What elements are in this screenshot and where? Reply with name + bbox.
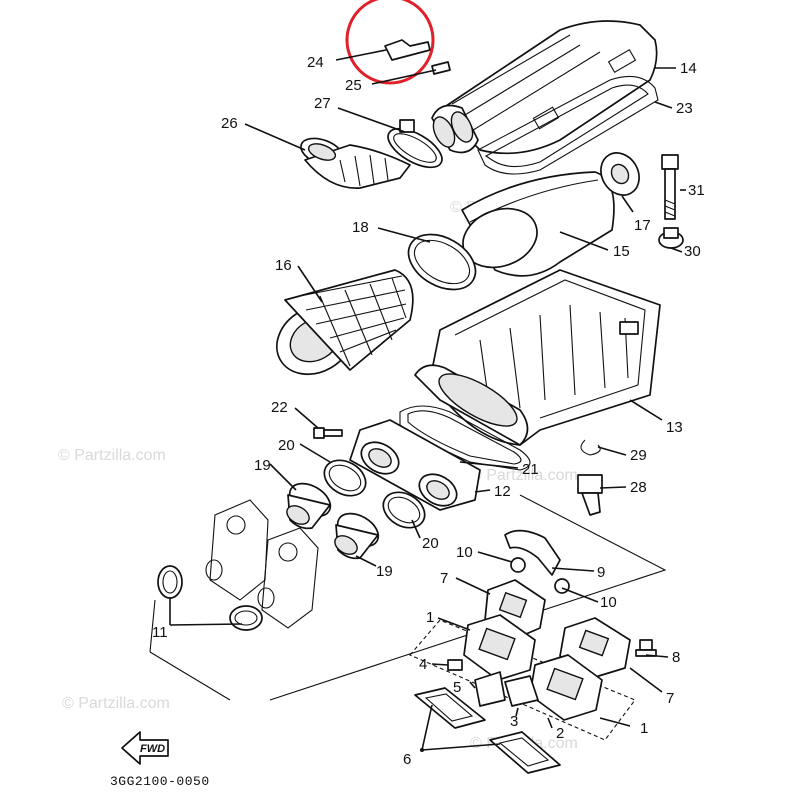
filter-cage xyxy=(275,269,414,376)
callout-1: 1 xyxy=(426,609,434,626)
boot-19-lower xyxy=(334,512,380,560)
reed-block-upper xyxy=(463,614,536,681)
clip-10-lower xyxy=(554,578,570,594)
callout-2: 2 xyxy=(556,725,564,742)
callout-25: 25 xyxy=(345,77,362,94)
washer-30 xyxy=(658,227,684,249)
joint-12 xyxy=(349,419,481,511)
callout-1-lower: 1 xyxy=(640,720,648,737)
callout-3: 3 xyxy=(510,713,518,730)
stopper-5 xyxy=(474,671,506,707)
clip-10-upper xyxy=(510,557,526,573)
intake-duct xyxy=(300,137,411,189)
bolt-31 xyxy=(661,154,679,220)
callout-22: 22 xyxy=(271,399,288,416)
highlight-circle xyxy=(345,0,435,85)
grommet xyxy=(600,152,640,196)
callout-19-lower: 19 xyxy=(376,563,393,580)
callout-21: 21 xyxy=(522,461,539,478)
screw-22 xyxy=(313,427,343,439)
gasket-6-left xyxy=(414,687,486,729)
clamp-11-left xyxy=(157,565,183,599)
callout-15: 15 xyxy=(613,243,630,260)
callout-17: 17 xyxy=(634,217,651,234)
watermark: © Partzilla.com xyxy=(58,447,166,464)
callout-13: 13 xyxy=(666,419,683,436)
callout-10-lower: 10 xyxy=(600,594,617,611)
hose-9 xyxy=(504,529,561,576)
callout-20: 20 xyxy=(278,437,295,454)
reed-block-lower xyxy=(529,654,603,721)
air-box-case xyxy=(414,269,661,446)
callout-12: 12 xyxy=(494,483,511,500)
gasket-6-right xyxy=(489,731,561,774)
leader-dots xyxy=(420,748,424,752)
drain-28 xyxy=(577,474,603,516)
callout-24: 24 xyxy=(307,54,324,71)
callout-20-lower: 20 xyxy=(422,535,439,552)
callout-11: 11 xyxy=(152,624,168,641)
callout-30: 30 xyxy=(684,243,701,260)
callout-16: 16 xyxy=(275,257,292,274)
boot-19-upper xyxy=(286,482,332,530)
clamp-20-upper xyxy=(323,459,367,497)
forward-arrow-icon: FWD xyxy=(121,731,169,765)
callout-28: 28 xyxy=(630,479,647,496)
diagram-code: 3GG2100-0050 xyxy=(110,774,210,789)
clamp-27 xyxy=(387,119,443,169)
callout-6: 6 xyxy=(403,751,411,768)
watermark: © Partzilla.com xyxy=(470,467,578,484)
clamp-20-lower xyxy=(382,491,426,529)
callout-4: 4 xyxy=(419,656,427,673)
callout-14: 14 xyxy=(680,60,697,77)
clip-29 xyxy=(580,439,601,456)
callout-29: 29 xyxy=(630,447,647,464)
callout-19: 19 xyxy=(254,457,271,474)
clamp-11-right xyxy=(229,605,263,631)
carburetors xyxy=(205,499,319,629)
callout-7: 7 xyxy=(440,570,448,587)
callout-5: 5 xyxy=(453,679,461,696)
screw-small xyxy=(431,61,451,75)
callout-26: 26 xyxy=(221,115,238,132)
clip-part xyxy=(384,39,431,61)
callout-10: 10 xyxy=(456,544,473,561)
leader-lines xyxy=(169,49,686,751)
fwd-label: FWD xyxy=(140,743,165,755)
callout-23: 23 xyxy=(676,100,693,117)
filter-ring xyxy=(407,233,477,291)
reed-subassembly-boundary xyxy=(409,619,636,741)
filter-element xyxy=(461,171,615,277)
assembly-bracket-line xyxy=(149,494,667,701)
callout-9: 9 xyxy=(597,564,605,581)
cover-seal xyxy=(477,75,659,175)
air-box-cover xyxy=(431,20,658,155)
reed-valve-3 xyxy=(504,675,539,707)
callout-8: 8 xyxy=(672,649,680,666)
watermark: © Partzilla.com xyxy=(62,695,170,712)
callout-18: 18 xyxy=(352,219,369,236)
callout-31: 31 xyxy=(688,182,705,199)
screw-4 xyxy=(447,659,463,671)
bolt-8 xyxy=(635,639,657,657)
callout-27: 27 xyxy=(314,95,331,112)
callout-7-lower: 7 xyxy=(666,690,674,707)
